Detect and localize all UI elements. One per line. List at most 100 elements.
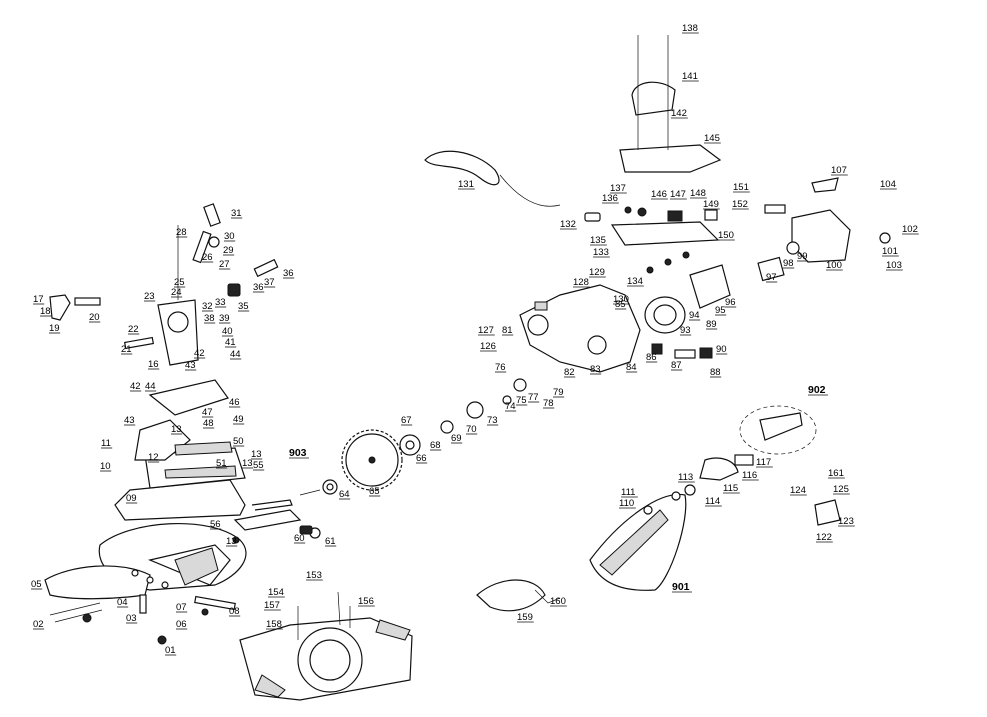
part-label-135: 135 bbox=[590, 235, 606, 246]
part-label-69: 69 bbox=[451, 433, 462, 444]
part-label-148: 148 bbox=[690, 188, 706, 199]
part-label-151: 151 bbox=[733, 182, 749, 193]
part-label-115: 115 bbox=[723, 483, 738, 494]
part-label-13: 13 bbox=[226, 536, 237, 547]
part-label-25: 25 bbox=[174, 277, 185, 288]
part-label-42: 42 bbox=[130, 381, 141, 392]
part-label-70: 70 bbox=[466, 424, 477, 435]
part-label-116: 116 bbox=[742, 470, 757, 481]
part-label-21: 21 bbox=[121, 344, 132, 355]
part-label-36: 36 bbox=[283, 268, 294, 279]
part-label-85: 85 bbox=[615, 299, 626, 310]
part-label-88: 88 bbox=[710, 367, 721, 378]
part-label-113: 113 bbox=[678, 472, 693, 483]
part-label-29: 29 bbox=[223, 245, 234, 256]
part-label-17: 17 bbox=[33, 294, 44, 305]
part-label-123: 123 bbox=[838, 516, 854, 527]
part-label-90: 90 bbox=[716, 344, 727, 355]
part-label-65: 65 bbox=[369, 486, 380, 497]
fence-base bbox=[114, 419, 246, 521]
part-label-51: 51 bbox=[216, 458, 227, 469]
part-label-02: 02 bbox=[33, 619, 44, 630]
part-label-03: 03 bbox=[126, 613, 137, 624]
part-label-24: 24 bbox=[171, 287, 182, 298]
part-label-43: 43 bbox=[185, 360, 196, 371]
part-label-102: 102 bbox=[902, 224, 918, 235]
part-label-13: 13 bbox=[251, 449, 262, 460]
part-label-78: 78 bbox=[543, 398, 554, 409]
part-label-67: 67 bbox=[401, 415, 412, 426]
part-label-50: 50 bbox=[233, 436, 244, 447]
part-label-42: 42 bbox=[194, 348, 205, 359]
part-label-154: 154 bbox=[268, 587, 284, 598]
saw-blade bbox=[299, 378, 527, 496]
part-label-09: 09 bbox=[126, 493, 137, 504]
part-label-32: 32 bbox=[202, 301, 213, 312]
part-label-44: 44 bbox=[145, 381, 156, 392]
part-label-149: 149 bbox=[703, 199, 719, 210]
base-small-parts bbox=[49, 499, 321, 645]
part-label-30: 30 bbox=[224, 231, 235, 242]
part-label-160: 160 bbox=[550, 596, 566, 607]
part-label-33: 33 bbox=[215, 297, 226, 308]
part-label-35: 35 bbox=[238, 301, 249, 312]
part-label-101: 101 bbox=[882, 246, 898, 257]
part-label-902: 902 bbox=[808, 384, 826, 396]
part-label-93: 93 bbox=[680, 325, 691, 336]
part-label-75: 75 bbox=[516, 395, 527, 406]
part-label-138: 138 bbox=[682, 23, 698, 34]
part-label-12: 12 bbox=[148, 452, 159, 463]
part-label-36: 36 bbox=[253, 282, 264, 293]
part-label-87: 87 bbox=[671, 360, 682, 371]
part-label-13: 13 bbox=[171, 424, 182, 435]
hinge-arm bbox=[49, 203, 279, 416]
part-label-146: 146 bbox=[651, 189, 667, 200]
part-label-10: 10 bbox=[100, 461, 111, 472]
part-label-142: 142 bbox=[671, 108, 687, 119]
part-label-61: 61 bbox=[325, 536, 336, 547]
part-label-97: 97 bbox=[766, 272, 777, 283]
part-label-103: 103 bbox=[886, 260, 902, 271]
part-label-131: 131 bbox=[458, 179, 474, 190]
part-label-56: 56 bbox=[210, 519, 221, 530]
part-label-44: 44 bbox=[230, 349, 241, 360]
part-label-11: 11 bbox=[101, 438, 111, 449]
part-label-38: 38 bbox=[204, 313, 215, 324]
part-label-68: 68 bbox=[430, 440, 441, 451]
part-label-20: 20 bbox=[89, 312, 100, 323]
part-label-37: 37 bbox=[264, 277, 275, 288]
part-label-157: 157 bbox=[264, 600, 280, 611]
part-label-107: 107 bbox=[831, 165, 847, 176]
part-label-28: 28 bbox=[176, 227, 187, 238]
part-label-98: 98 bbox=[783, 258, 794, 269]
part-label-76: 76 bbox=[495, 362, 506, 373]
part-label-150: 150 bbox=[718, 230, 734, 241]
part-label-13: 13 bbox=[242, 458, 253, 469]
part-label-111: 111 bbox=[621, 487, 635, 498]
part-label-47: 47 bbox=[202, 407, 213, 418]
part-label-84: 84 bbox=[626, 362, 637, 373]
part-label-77: 77 bbox=[528, 392, 539, 403]
part-label-117: 117 bbox=[756, 457, 771, 468]
part-label-134: 134 bbox=[627, 276, 643, 287]
part-label-81: 81 bbox=[502, 325, 513, 336]
part-label-158: 158 bbox=[266, 619, 282, 630]
part-label-89: 89 bbox=[706, 319, 717, 330]
part-label-18: 18 bbox=[40, 306, 51, 317]
part-label-141: 141 bbox=[682, 71, 698, 82]
part-label-01: 01 bbox=[165, 645, 176, 656]
part-label-40: 40 bbox=[222, 326, 233, 337]
part-label-41: 41 bbox=[225, 337, 236, 348]
blade-guard bbox=[476, 405, 841, 612]
part-label-19: 19 bbox=[49, 323, 60, 334]
part-label-136: 136 bbox=[602, 193, 618, 204]
part-label-901: 901 bbox=[672, 581, 690, 593]
part-label-156: 156 bbox=[358, 596, 374, 607]
part-label-07: 07 bbox=[176, 602, 187, 613]
part-label-127: 127 bbox=[478, 325, 494, 336]
part-label-161: 161 bbox=[828, 468, 844, 479]
part-label-126: 126 bbox=[480, 341, 496, 352]
motor-housing bbox=[519, 177, 891, 373]
